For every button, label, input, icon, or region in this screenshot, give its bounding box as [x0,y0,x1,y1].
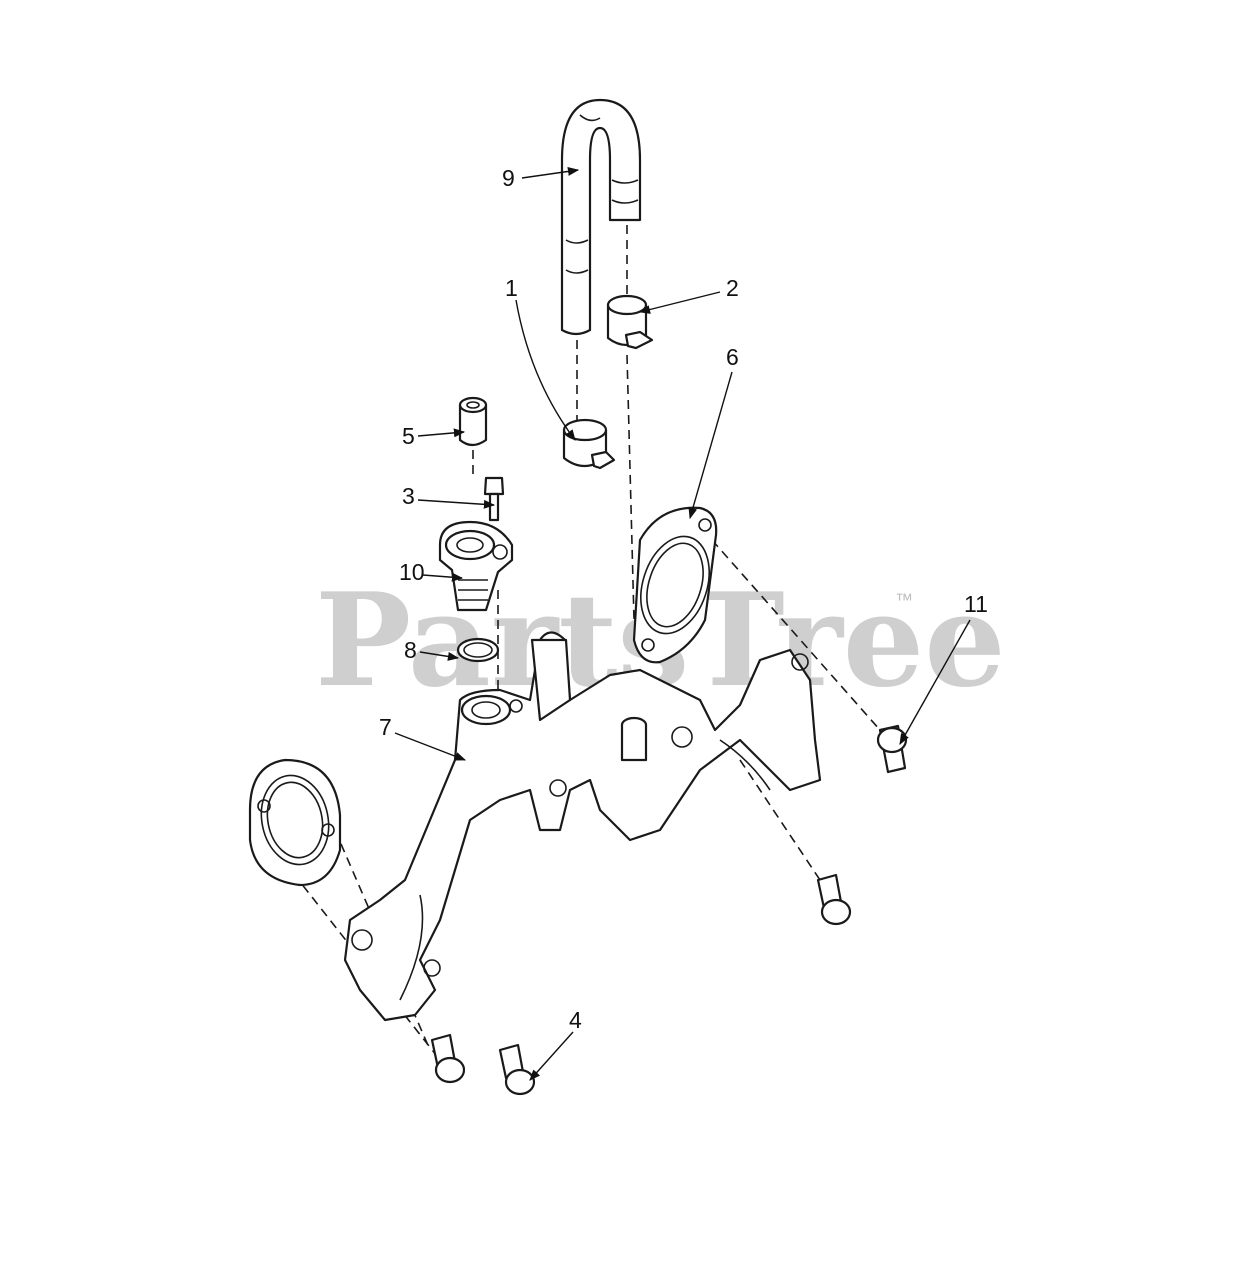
watermark-trademark: ™ [895,590,913,610]
screw-part-3 [483,476,505,522]
bolt-part-4-left [430,1033,466,1084]
callout-5[interactable]: 5 [402,423,415,449]
callout-1[interactable]: 1 [505,275,518,301]
callout-10[interactable]: 10 [399,559,425,585]
thermostat-housing-part-10 [438,520,514,612]
bolt-part-4-right [498,1043,536,1096]
callout-9[interactable]: 9 [502,165,515,191]
bolt-middle [816,873,852,926]
manifold-part-7 [343,631,822,1022]
callout-8[interactable]: 8 [404,637,417,663]
callout-6[interactable]: 6 [726,344,739,370]
callout-2[interactable]: 2 [726,275,739,301]
gasket-part-6 [632,506,718,664]
hose-part-9 [560,98,642,336]
o-ring-part-8 [456,637,500,663]
callout-3[interactable]: 3 [402,483,415,509]
callout-4[interactable]: 4 [569,1007,582,1033]
bolt-part-11 [876,724,908,774]
callout-7[interactable]: 7 [379,714,392,740]
gasket-lower-left [248,758,342,887]
cap-part-5 [458,396,488,447]
callout-11[interactable]: 11 [964,591,988,617]
hose-clamp-part-2 [606,294,654,350]
hose-clamp-part-1 [562,418,616,470]
